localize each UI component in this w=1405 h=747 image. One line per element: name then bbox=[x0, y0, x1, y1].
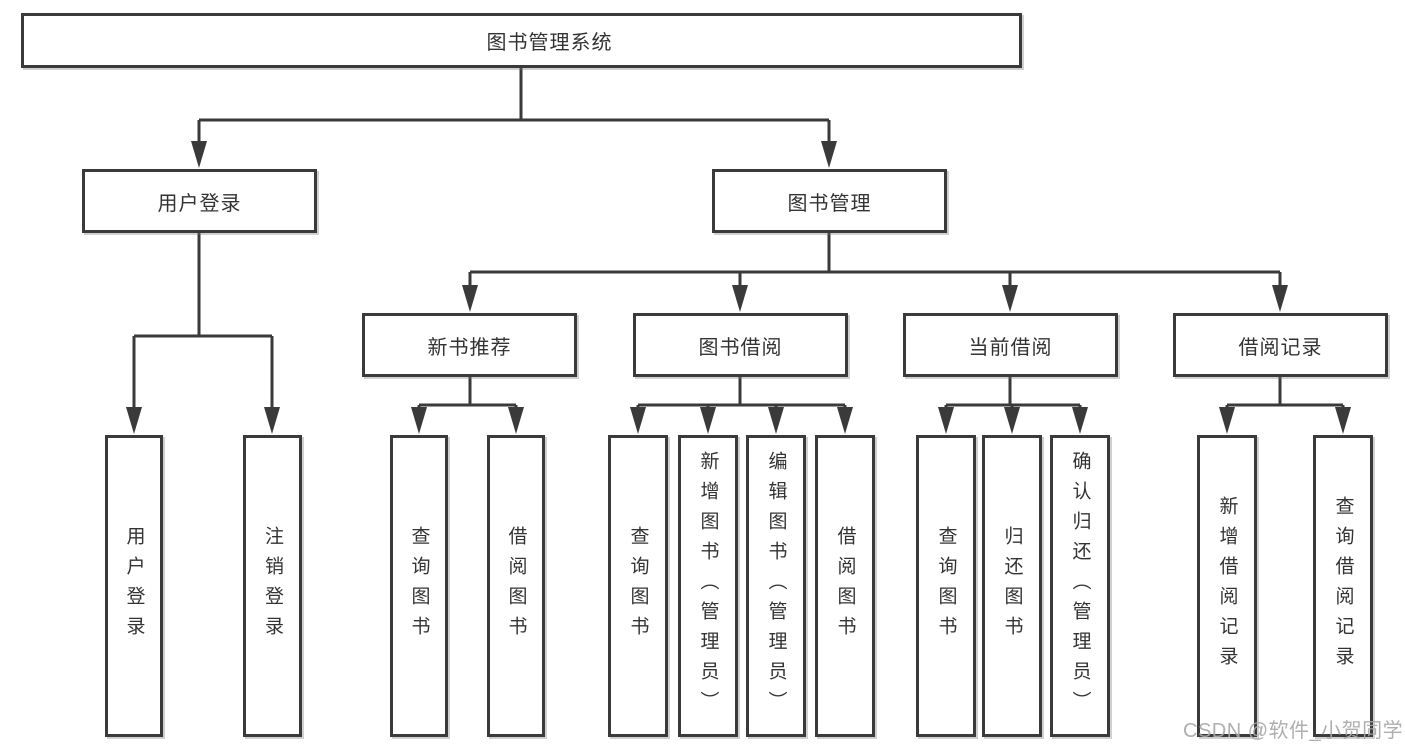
leaf-cb-query-books-label: 查询图书 bbox=[935, 526, 957, 646]
leaf-nbr-borrow-books: 借阅图书 bbox=[487, 435, 545, 737]
leaf-cb-confirm-return-admin: 确认归还（管理员） bbox=[1050, 435, 1110, 737]
node-book-borrow: 图书借阅 bbox=[633, 313, 848, 377]
leaf-nbr-query-books: 查询图书 bbox=[390, 435, 448, 737]
leaf-bb-edit-books-admin: 编辑图书（管理员） bbox=[746, 435, 806, 737]
node-root: 图书管理系统 bbox=[21, 13, 1022, 68]
node-user-login: 用户登录 bbox=[82, 169, 317, 233]
node-current-borrow-label: 当前借阅 bbox=[968, 336, 1053, 359]
node-current-borrow: 当前借阅 bbox=[903, 313, 1118, 377]
leaf-bb-query-books: 查询图书 bbox=[608, 435, 668, 737]
node-new-book-recommend: 新书推荐 bbox=[362, 313, 577, 377]
leaf-cb-query-books: 查询图书 bbox=[916, 435, 976, 737]
leaf-user-login: 用户登录 bbox=[105, 435, 163, 737]
leaf-bb-borrow-books: 借阅图书 bbox=[815, 435, 875, 737]
leaf-nbr-query-books-label: 查询图书 bbox=[408, 526, 430, 646]
leaf-bb-add-books-admin-label: 新增图书（管理员） bbox=[697, 451, 719, 721]
leaf-logout-label: 注销登录 bbox=[262, 526, 283, 646]
leaf-cb-confirm-return-admin-label: 确认归还（管理员） bbox=[1069, 451, 1091, 721]
node-book-management: 图书管理 bbox=[712, 169, 947, 233]
leaf-br-add-record: 新增借阅记录 bbox=[1197, 435, 1257, 737]
leaf-cb-return-books-label: 归还图书 bbox=[1001, 526, 1023, 646]
leaf-br-add-record-label: 新增借阅记录 bbox=[1216, 496, 1238, 676]
leaf-bb-add-books-admin: 新增图书（管理员） bbox=[678, 435, 738, 737]
node-root-label: 图书管理系统 bbox=[486, 32, 613, 54]
leaf-br-query-record-label: 查询借阅记录 bbox=[1332, 496, 1354, 676]
leaf-bb-query-books-label: 查询图书 bbox=[627, 526, 649, 646]
node-user-login-label: 用户登录 bbox=[157, 192, 242, 215]
csdn-watermark: CSDN @软件_小贺同学 bbox=[1183, 720, 1404, 742]
leaf-bb-borrow-books-label: 借阅图书 bbox=[834, 526, 856, 646]
leaf-br-query-record: 查询借阅记录 bbox=[1313, 435, 1373, 737]
node-book-borrow-label: 图书借阅 bbox=[698, 336, 783, 359]
node-new-book-recommend-label: 新书推荐 bbox=[427, 336, 512, 359]
leaf-logout: 注销登录 bbox=[243, 435, 302, 737]
node-borrow-records: 借阅记录 bbox=[1173, 313, 1388, 377]
node-book-management-label: 图书管理 bbox=[787, 192, 872, 215]
node-borrow-records-label: 借阅记录 bbox=[1238, 336, 1323, 359]
leaf-nbr-borrow-books-label: 借阅图书 bbox=[505, 526, 527, 646]
leaf-cb-return-books: 归还图书 bbox=[982, 435, 1042, 737]
leaf-bb-edit-books-admin-label: 编辑图书（管理员） bbox=[765, 451, 787, 721]
leaf-user-login-label: 用户登录 bbox=[123, 526, 145, 646]
